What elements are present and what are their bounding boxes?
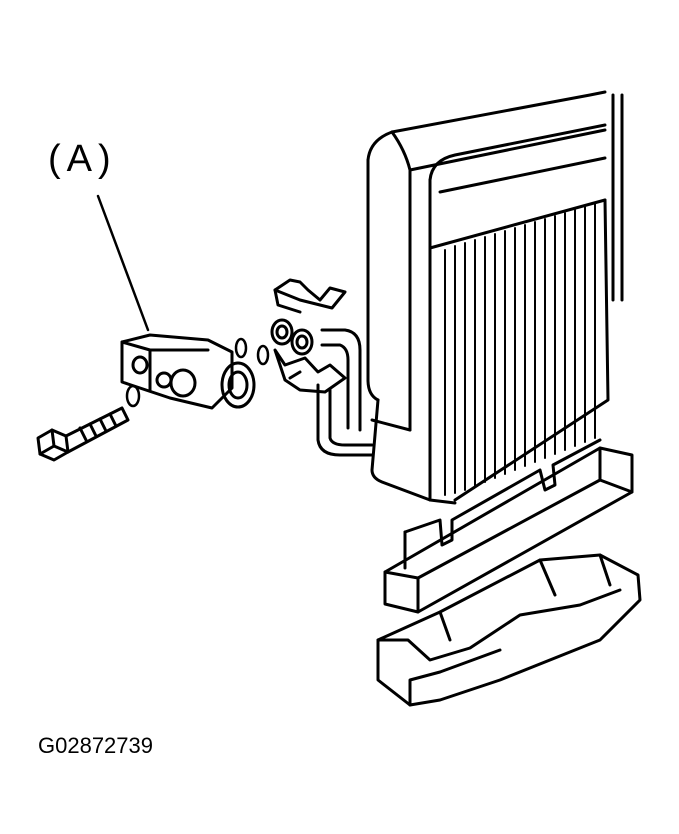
refrigerant-pipes <box>318 330 372 455</box>
callout-label-a: (A) <box>48 138 117 180</box>
evaporator-core <box>368 92 622 503</box>
expansion-valve <box>122 335 254 408</box>
drain-bracket <box>385 440 632 612</box>
mounting-bolt <box>38 408 128 460</box>
evaporator-fins <box>445 204 595 495</box>
drain-pan <box>378 555 640 705</box>
callout-leader-line <box>98 196 148 330</box>
figure-id-label: G02872739 <box>38 733 153 758</box>
pipe-fitting-block <box>272 280 345 392</box>
